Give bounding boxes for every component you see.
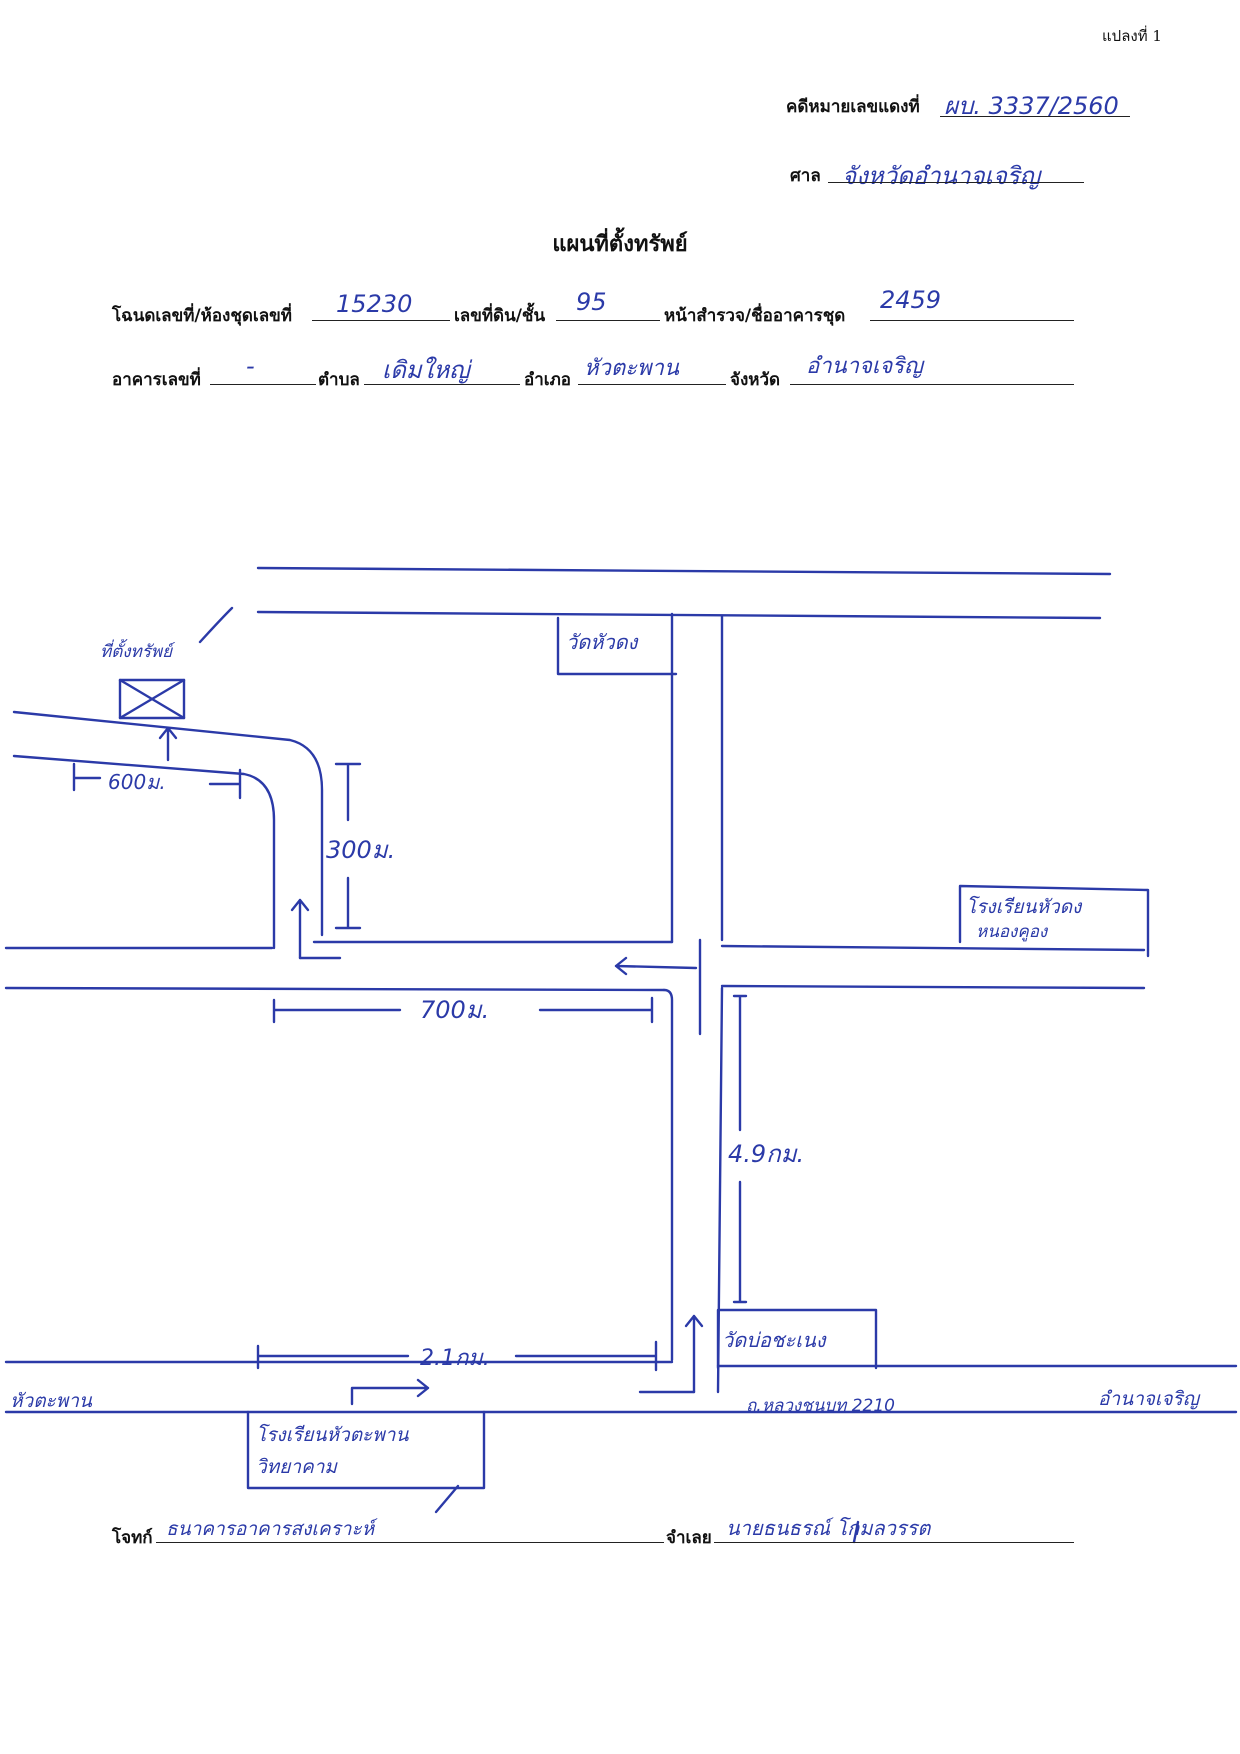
distance-21-label: 2.1กม. [420,1346,490,1371]
arrow-up-soi [290,898,310,960]
soi-upper [12,710,324,937]
dim-600 [72,762,242,800]
deed-underline [312,320,450,321]
school-2-box [246,1410,486,1490]
arrow-up-main [684,1314,704,1394]
district-underline [578,384,726,385]
temple-1-box [556,616,678,676]
arrow-to-property [158,726,178,762]
main-road-left [662,988,674,1362]
land-no-underline [556,320,660,321]
school-1-label-line2: หนองคูอง [976,922,1048,942]
defendant-tick [852,1520,860,1544]
distance-600-label: 600ม. [108,770,166,794]
case-number-value: ผบ. 3337/2560 [944,92,1119,120]
school-2-pointer [434,1484,460,1514]
arrow-left-mid [614,956,698,976]
property-label: ที่ตั้งทรัพย์ [100,642,173,662]
road-upper [256,610,1102,620]
property-pointer [198,606,234,644]
province-value: อำนาจเจริญ [806,354,923,379]
distance-49-label: 4.9กม. [728,1140,805,1168]
building-label: อาคารเลขที่ [112,370,201,390]
temple-2-label: วัดบ่อชะเนง [722,1328,826,1352]
road-lower-right [720,984,1146,990]
survey-underline [870,320,1074,321]
subdistrict-label: ตำบล [318,370,360,390]
school-2-label-line1: โรงเรียนหัวตะพาน [256,1424,409,1446]
subdistrict-value: เดิมใหญ่ [382,356,470,384]
dim-49 [732,994,748,1304]
province-label: จังหวัด [730,370,781,390]
road-lower-left [4,986,666,992]
soi-lower [12,754,276,950]
court-label: ศาล [790,166,821,186]
defendant-underline [714,1542,1074,1543]
temple-2-box [716,1308,878,1370]
dim-21 [256,1340,658,1372]
page-title: แผนที่ตั้งทรัพย์ [552,231,688,257]
building-value: - [246,352,255,380]
deed-value: 15230 [336,290,413,318]
plaintiff-label: โจทก์ [112,1528,153,1548]
road-top [256,566,1112,576]
school-1-box [958,884,1150,958]
property-marker [118,678,186,720]
case-number-label: คดีหมายเลขแดงที่ [786,97,920,117]
district-value: หัวตะพาน [584,356,679,381]
highway-label: ถ.หลวงชนบท 2210 [746,1396,895,1416]
arrow-right-highway [350,1378,430,1406]
distance-300-label: 300ม. [326,836,396,864]
dim-300 [334,762,362,930]
case-number-underline [940,116,1130,117]
building-underline [210,384,316,385]
province-underline [790,384,1074,385]
court-underline [828,182,1084,183]
dim-700 [272,996,654,1024]
place-left-label: หัวตะพาน [10,1390,92,1412]
place-right-label: อำนาจเจริญ [1098,1388,1199,1410]
subdistrict-underline [364,384,520,385]
defendant-value: นายธนธรณ์ โกมลวรรต [726,1516,931,1540]
deed-label: โฉนดเลขที่/ห้องชุดเลขที่ [112,306,292,326]
court-value: จังหวัดอำนาจเจริญ [842,162,1041,190]
school-1-label-line1: โรงเรียนหัวดง [966,896,1082,918]
survey-value: 2459 [880,286,942,314]
property-cross [118,678,186,720]
sheet-label: แปลงที่ 1 [1102,27,1162,45]
road-mid-right [720,944,1146,952]
district-label: อำเภอ [524,370,571,390]
survey-label: หน้าสำรวจ/ชื่ออาคารชุด [664,306,846,326]
school-2-label-line2: วิทยาคาม [256,1456,337,1478]
plaintiff-underline [156,1542,664,1543]
land-no-value: 95 [576,288,607,316]
distance-700-label: 700ม. [420,996,490,1024]
defendant-label: จำเลย [666,1528,712,1548]
temple-1-label: วัดหัวดง [566,630,638,654]
plaintiff-value: ธนาคารอาคารสงเคราะห์ [166,1518,375,1540]
land-no-label: เลขที่ดิน/ชั้น [454,306,546,326]
